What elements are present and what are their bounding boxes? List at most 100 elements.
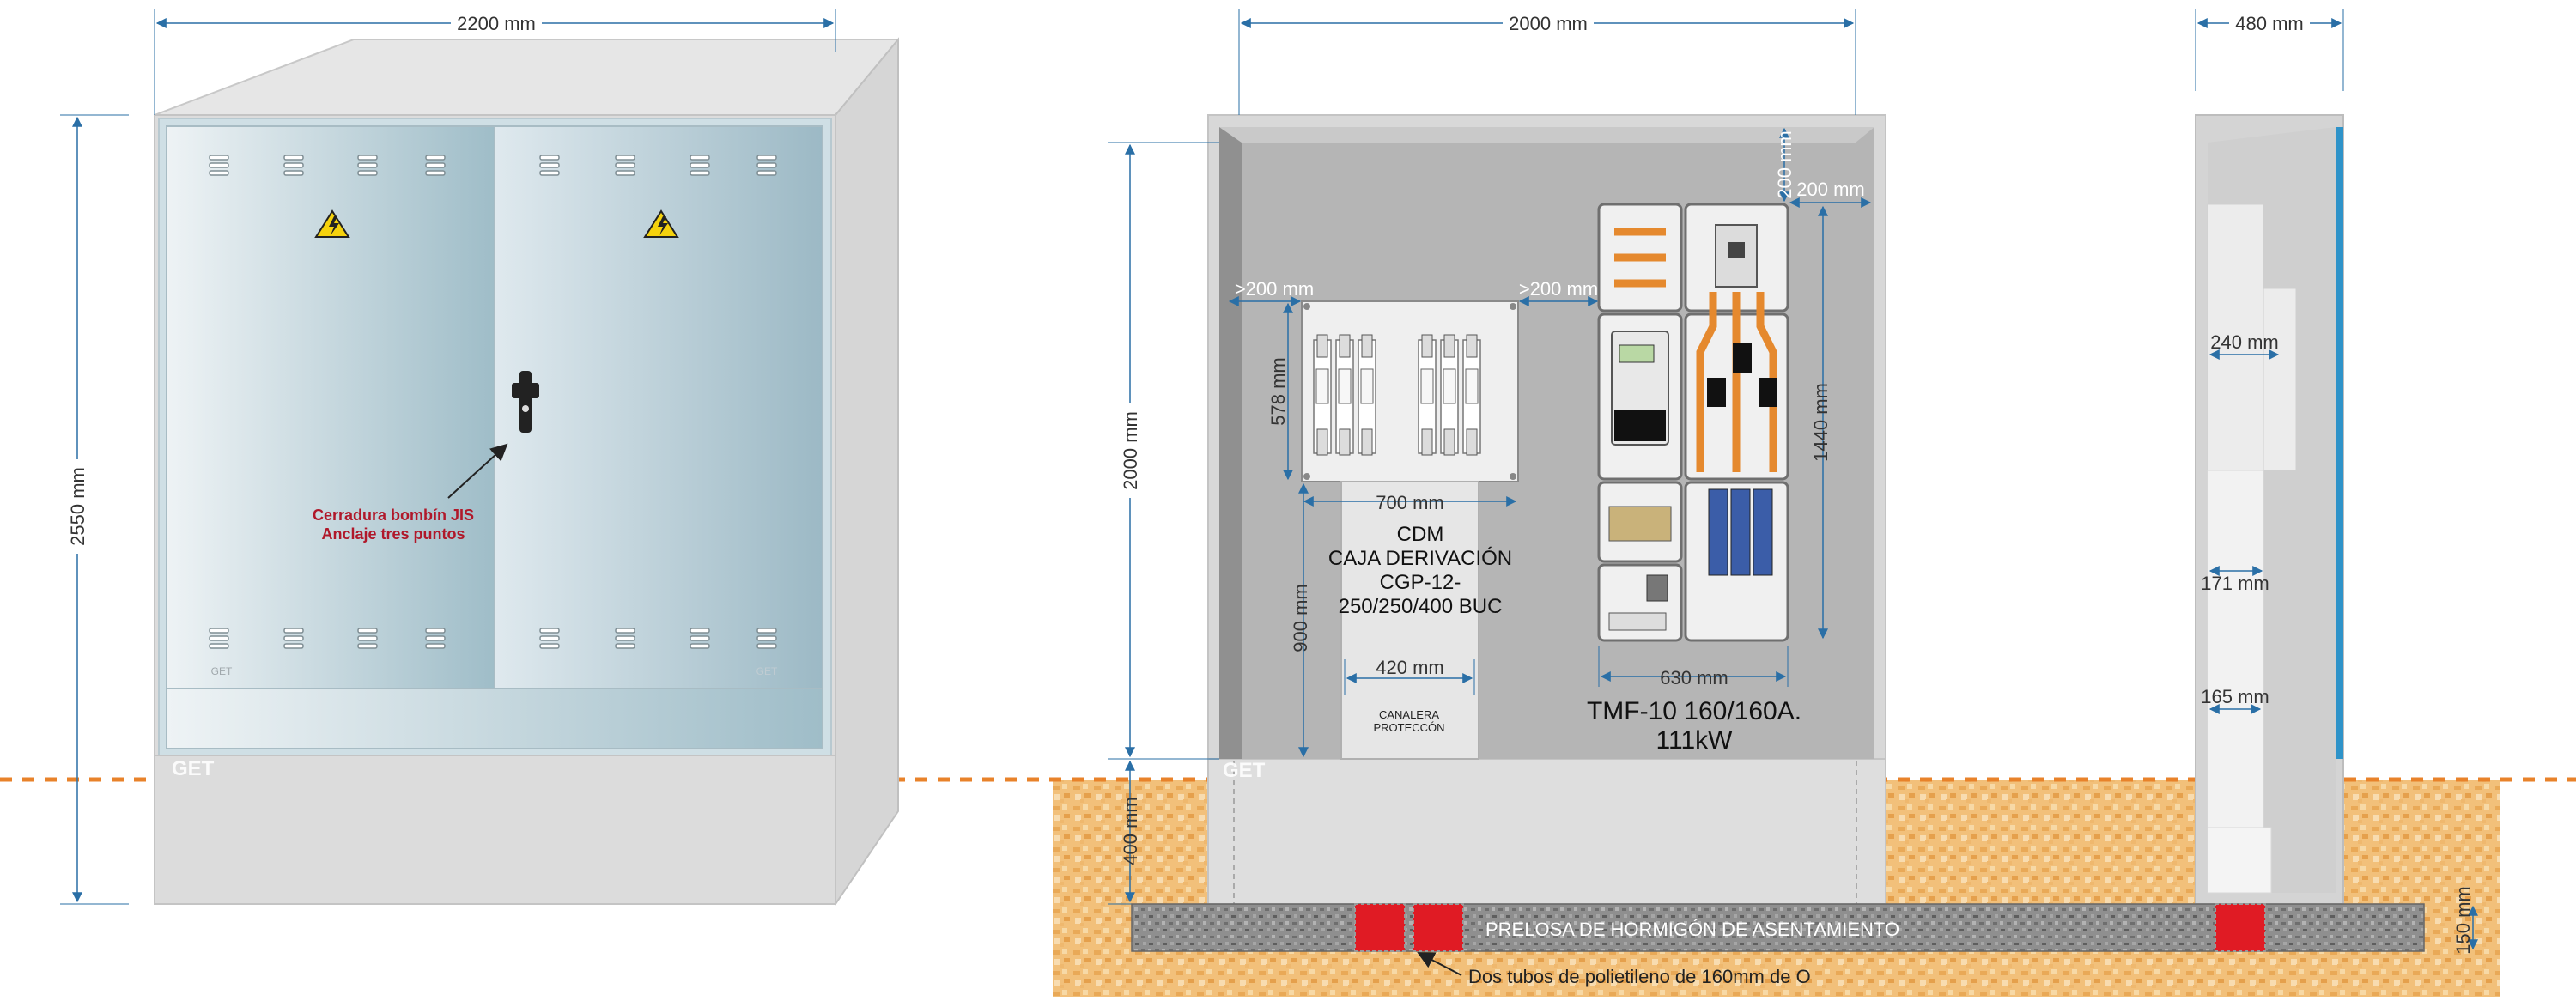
vent-slot	[756, 162, 777, 168]
tube-left-2	[1413, 903, 1464, 952]
vent-slot	[539, 162, 560, 168]
vent-slot	[615, 162, 635, 168]
fuse-bottom	[1466, 428, 1478, 456]
vent-slot	[425, 170, 446, 176]
vent-slot	[690, 635, 710, 641]
tube-right	[2215, 903, 2266, 952]
fuse-bottom	[1339, 428, 1351, 456]
vent-slot	[690, 643, 710, 649]
vent-slot	[539, 635, 560, 641]
vent-slot	[690, 162, 710, 168]
interior-view: CDM CAJA DERIVACIÓN CGP-12- 250/250/400 …	[1108, 9, 1886, 905]
fuse-cartridge	[1420, 368, 1434, 404]
vent-slot	[283, 155, 304, 161]
fuse-cartridge	[1315, 368, 1329, 404]
vent-slot	[425, 628, 446, 634]
dim-cgp-height: 578 mm	[1267, 357, 1289, 425]
interior-top-wall	[1219, 127, 1874, 143]
vent-slot	[209, 643, 229, 649]
brand-logo-interior: GET	[1223, 759, 1266, 782]
tmf-enclosure	[1597, 203, 1789, 642]
fuse-cartridge	[1338, 368, 1352, 404]
vent-slot	[756, 170, 777, 176]
concrete-slab	[1131, 903, 2425, 952]
side-panel-bump	[2263, 288, 2297, 471]
vent-slot	[539, 155, 560, 161]
dim-slab-thickness: 150 mm	[2452, 886, 2474, 954]
vent-slot	[615, 628, 635, 634]
vent-slot	[425, 162, 446, 168]
dim-cgp-width: 700 mm	[1376, 492, 1443, 513]
lock-callout-arrow	[447, 443, 508, 499]
tube-left-1	[1354, 903, 1406, 952]
foundation-slab: PRELOSA DE HORMIGÓN DE ASENTAMIENTO 150 …	[1131, 886, 2478, 987]
lock-handle-icon	[512, 371, 539, 433]
vent-slot	[209, 635, 229, 641]
vent-slot	[283, 628, 304, 634]
vent-grilles	[209, 155, 777, 649]
fuse-cartridge	[1443, 368, 1456, 404]
side-panel-upper	[2207, 203, 2264, 471]
fuse-top	[1421, 334, 1433, 358]
canalera-label-2: PROTECCÓN	[1373, 721, 1444, 734]
vent-slot	[283, 643, 304, 649]
door-bottom-panel	[166, 688, 823, 749]
vent-slot	[756, 635, 777, 641]
vent-slot	[615, 643, 635, 649]
tmf-label-2: 111kW	[1656, 726, 1734, 755]
dim-171: 171 mm	[2201, 573, 2269, 594]
side-accent-strip	[2336, 127, 2343, 759]
dim-tmf-width: 630 mm	[1660, 667, 1728, 689]
vent-slot	[615, 635, 635, 641]
vent-slot	[425, 635, 446, 641]
fuse-cartridge	[1465, 368, 1479, 404]
vent-slot	[539, 170, 560, 176]
door-tag-left: GET	[211, 665, 233, 677]
interior-left-wall	[1219, 127, 1242, 759]
front-view: Cerradura bombín JIS Anclaje tres puntos…	[60, 9, 901, 907]
cabinet-top-face	[154, 39, 901, 116]
fuse-top	[1466, 334, 1478, 358]
cgp-label-4: 250/250/400 BUC	[1339, 595, 1503, 618]
dim-mid-clearance: >200 mm	[1519, 278, 1598, 300]
dim-side-clearance: 200 mm	[1796, 179, 1864, 200]
fuse-bottom	[1316, 428, 1328, 456]
vent-slot	[283, 170, 304, 176]
dim-height-interior: 2000 mm	[1120, 411, 1141, 490]
vent-slot	[357, 162, 378, 168]
vent-slot	[209, 628, 229, 634]
cgp-label-1: CDM	[1397, 523, 1444, 546]
dim-240: 240 mm	[2210, 331, 2278, 353]
door-tag-right: GET	[756, 665, 778, 677]
vent-slot	[690, 170, 710, 176]
side-panel-foot	[2207, 827, 2272, 894]
vent-slot	[756, 628, 777, 634]
cabinet-side-face	[835, 37, 899, 907]
warning-sign-left	[314, 209, 350, 238]
cgp-fuses	[1313, 334, 1481, 456]
vent-slot	[357, 643, 378, 649]
dim-height-front: 2550 mm	[67, 467, 88, 546]
vent-slot	[539, 643, 560, 649]
fuse-cartridge	[1360, 368, 1374, 404]
vent-slot	[690, 155, 710, 161]
tmf-label-1: TMF-10 160/160A.	[1587, 697, 1801, 725]
side-panel-lower	[2207, 470, 2264, 894]
vent-slot	[357, 155, 378, 161]
dim-width-interior: 2000 mm	[1509, 13, 1588, 34]
cgp-box	[1301, 300, 1519, 482]
dim-canalera-width: 420 mm	[1376, 657, 1443, 678]
dim-cgp-base: 900 mm	[1290, 584, 1311, 652]
slab-label: PRELOSA DE HORMIGÓN DE ASENTAMIENTO	[1485, 919, 1899, 940]
dim-depth-interior: 400 mm	[1120, 797, 1141, 864]
vent-slot	[357, 628, 378, 634]
lock-label-line2: Anclaje tres puntos	[321, 525, 465, 543]
vent-slot	[283, 162, 304, 168]
dim-side-depth: 480 mm	[2235, 13, 2303, 34]
fuse-bottom	[1361, 428, 1373, 456]
side-view: 480 mm 240 mm 171 mm 165 mm	[2195, 9, 2344, 905]
vent-slot	[283, 635, 304, 641]
vent-slot	[615, 170, 635, 176]
